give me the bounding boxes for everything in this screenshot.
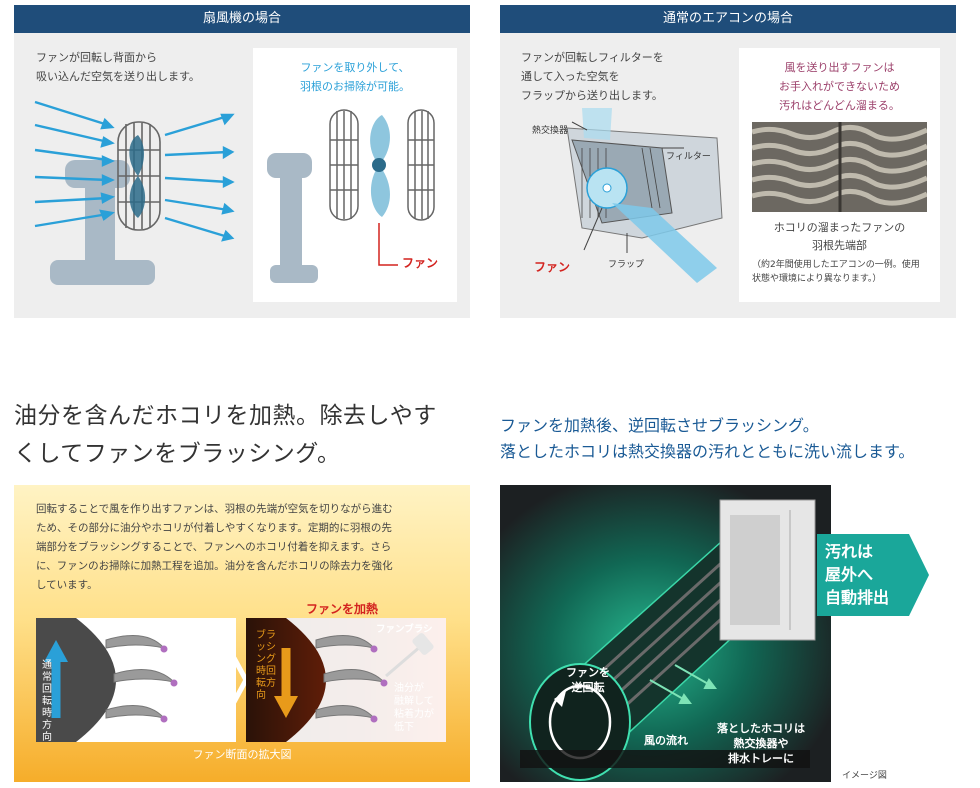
ac-description: ファンが回転しフィルターを 通して入った空気を フラップから送り出します。	[521, 51, 664, 102]
normal-rotation-label: 通常回転時方向	[42, 660, 52, 743]
airflow-arrows	[34, 100, 235, 242]
reverse-label: ファンを 逆回転	[566, 666, 610, 694]
ac-section-header: 通常のエアコンの場合	[500, 5, 956, 33]
label-filter: フィルター	[666, 152, 711, 162]
brush-label: ファンブラシ	[376, 624, 433, 635]
fan-blade-removed	[370, 115, 390, 217]
fan-disassembled-illustration	[267, 109, 435, 283]
dropped-dust-label: 落としたホコリは 熱交換器や 排水トレーに	[717, 722, 805, 765]
heating-headline: 油分を含んだホコリを加熱。除去しやす くしてファンをブラッシング。	[14, 403, 437, 467]
dust-caption-title: ホコリの溜まったファンの 羽根先端部	[773, 221, 906, 252]
ac-card-note: 風を送り出すファンは お手入れができないため 汚れはどんどん溜まる。	[779, 61, 900, 112]
fan-guard-rear	[329, 109, 359, 221]
drain-tray	[520, 750, 810, 768]
melted-oil-label: 油分が 融解して 粘着力が 低下	[394, 683, 434, 733]
fan-card-note: ファンを取り外して、 羽根のお掃除が可能。	[300, 61, 410, 93]
fan-stand-small	[267, 153, 318, 283]
normal-rotation-panel	[36, 618, 236, 742]
ac-unit-illustration	[566, 108, 723, 283]
dust-caption-note: （約2年間使用したエアコンの一例。使用 状態や環境により異なります。）	[752, 260, 920, 284]
brushing-rotation-label: ブラッシング時回転方向	[256, 630, 276, 701]
brushing-rotation-panel	[246, 618, 446, 742]
airflow-out	[612, 203, 717, 283]
label-ac-fan: ファン	[534, 260, 571, 274]
diagram-caption: ファン断面の拡大図	[192, 748, 292, 761]
fan-section-header: 扇風機の場合	[14, 5, 470, 33]
fan-cross-section-diagram	[36, 618, 446, 742]
fan-blade	[129, 135, 146, 218]
auto-discharge-label: 汚れは 屋外へ 自動排出	[825, 542, 890, 607]
heating-body: 回転することで風を作り出すファンは、羽根の先端が空気を切りながら進む ため、その…	[36, 503, 393, 591]
reverse-rotation-illustration	[500, 485, 831, 782]
fan-description: ファンが回転し背面から 吸い込んだ空気を送り出します。	[36, 51, 200, 83]
label-flap: フラップ	[608, 260, 645, 270]
heat-label: ファンを加熱	[306, 602, 379, 616]
stuck-dust-label: 油分と くっつき 固まった ホコリ	[178, 681, 218, 731]
outdoor-unit	[719, 499, 816, 641]
label-heat-exchanger: 熱交換器	[532, 126, 569, 136]
image-note: イメージ図	[842, 771, 887, 781]
fan-brush-icon	[385, 633, 434, 678]
reverse-subhead: ファンを加熱後、逆回転させブラッシング。 落としたホコリは熱交換器の汚れとともに…	[500, 416, 915, 461]
auto-discharge-badge	[817, 534, 929, 616]
fan-stand	[50, 160, 155, 285]
dusty-fan-photo	[752, 122, 927, 212]
airflow-in	[582, 108, 612, 140]
fan-guard-front	[407, 109, 435, 221]
fan-illustration	[34, 100, 235, 285]
fan-label: ファン	[402, 256, 439, 270]
fan-leader-line	[378, 223, 398, 266]
dropped-dust-arrows	[649, 664, 717, 704]
wind-flow-label: 風の流れ	[644, 734, 688, 747]
